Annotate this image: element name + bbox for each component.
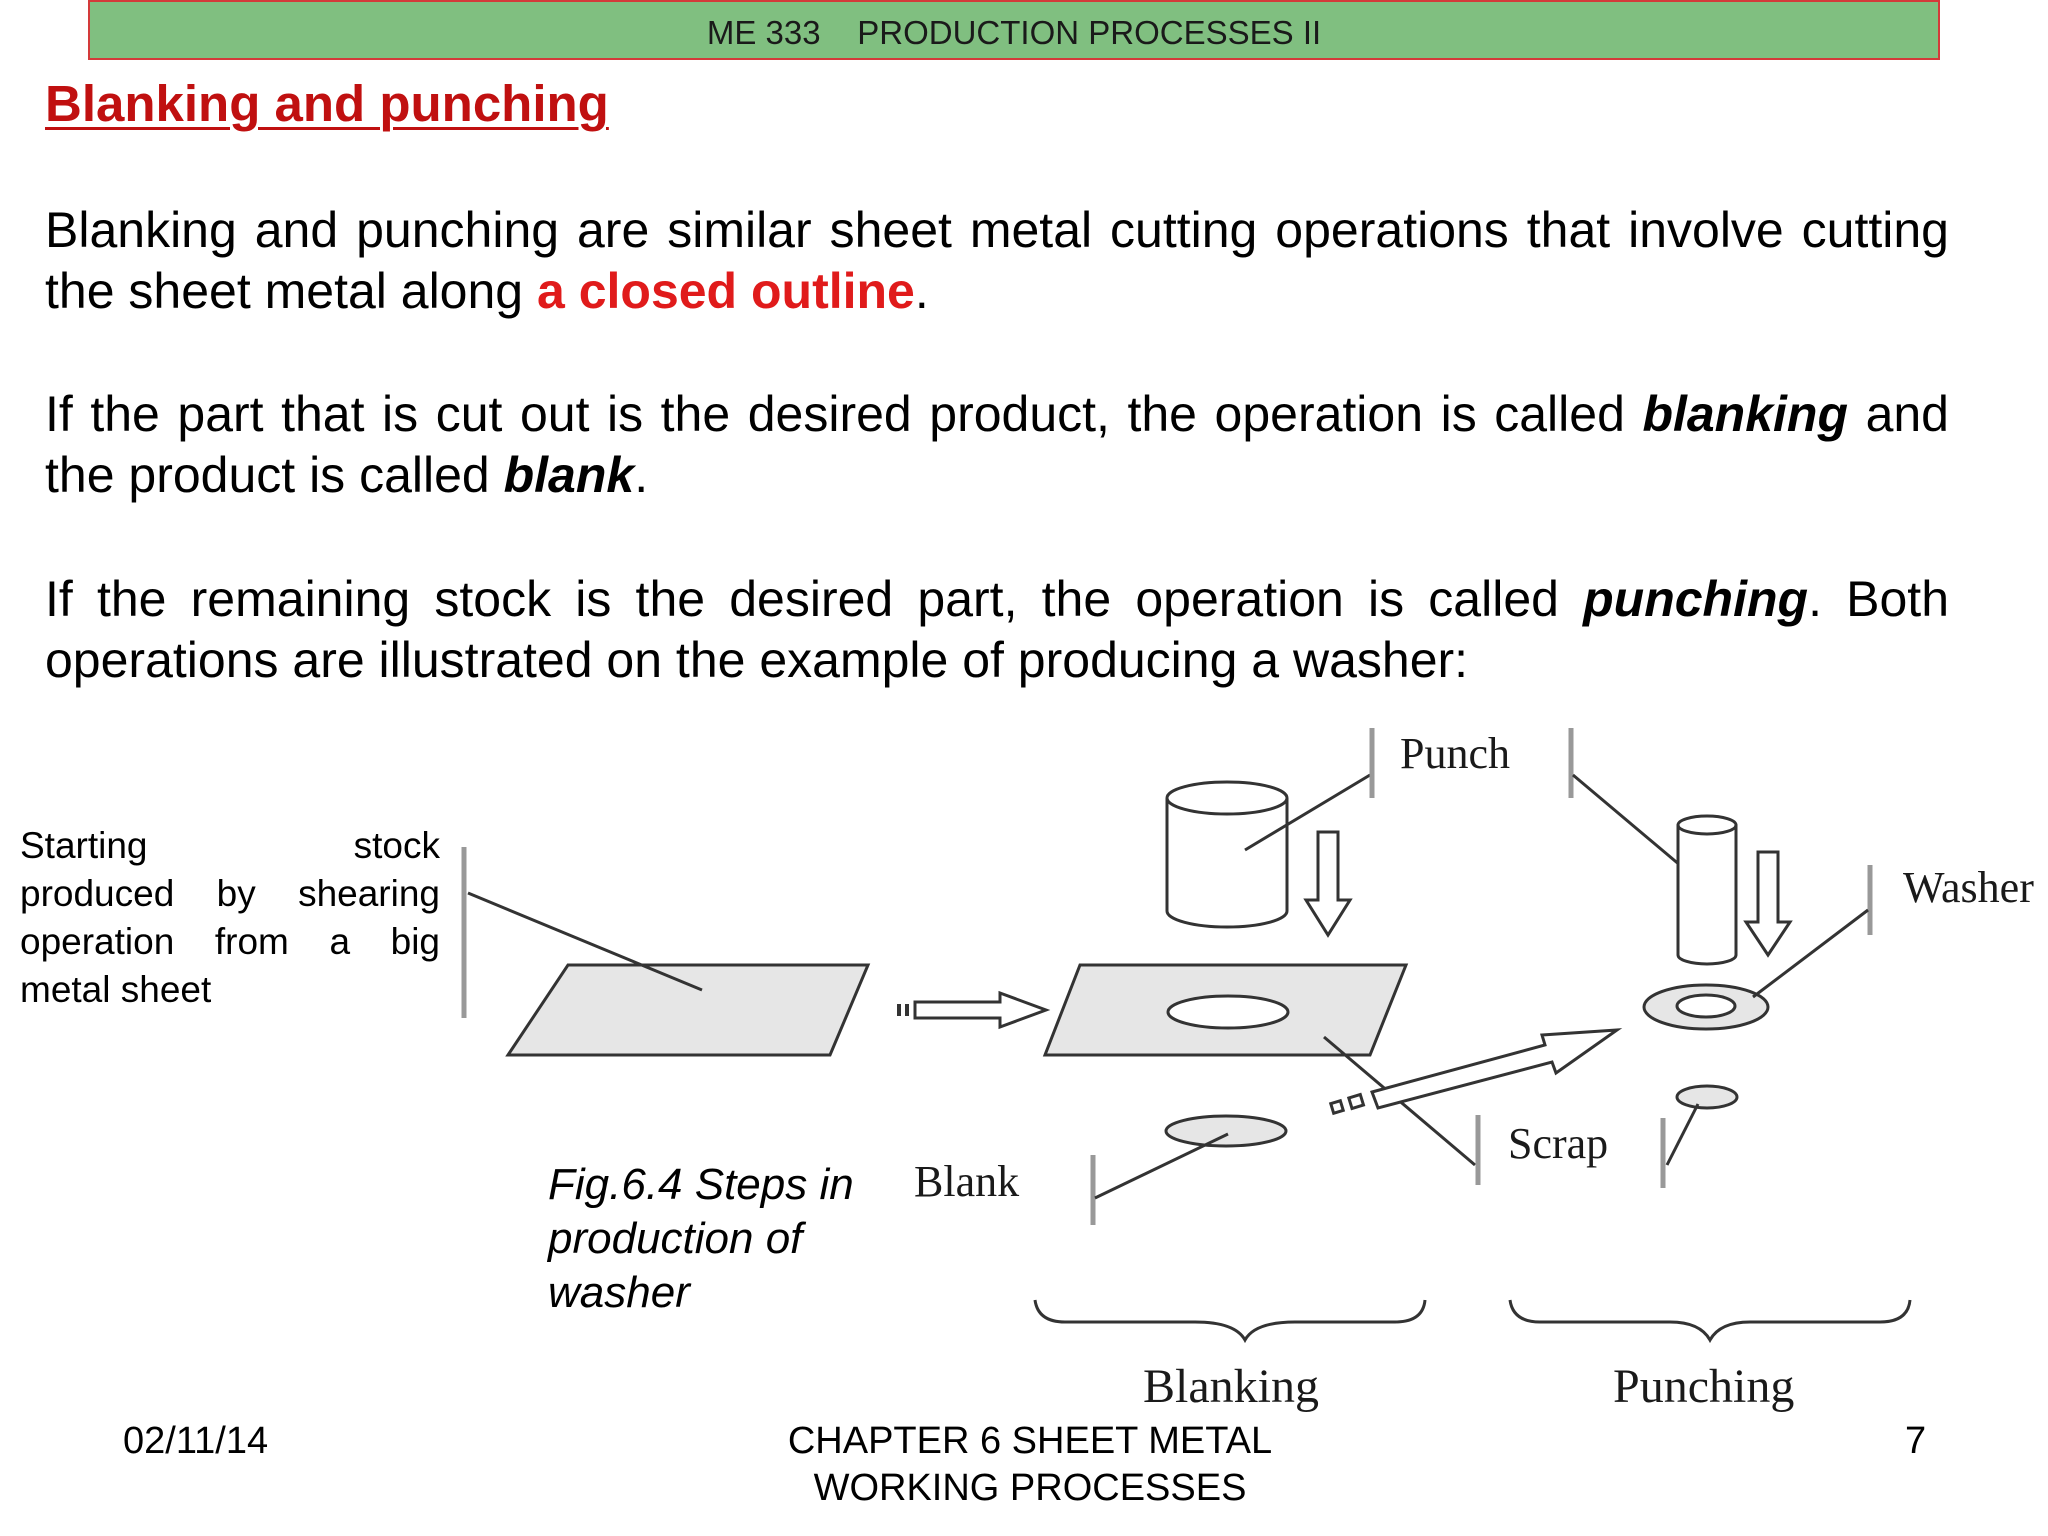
- p2-middle: and the product is called: [45, 386, 1949, 503]
- punch-label: Punch: [1400, 729, 1510, 778]
- punch-leader-1: [1244, 773, 1371, 852]
- starting-stock-sheet: [505, 963, 871, 1057]
- term-punching: punching: [1583, 571, 1809, 627]
- stock-note-line1: Starting stock: [20, 825, 440, 866]
- stock-leader: [467, 891, 703, 992]
- p3-end: . Both operations are illustrated on the…: [45, 571, 1950, 688]
- punch-1-top: [1165, 780, 1289, 816]
- course-code: ME 333: [706, 14, 821, 51]
- p1-text: Blanking and punching are similar sheet …: [45, 202, 1949, 319]
- p1-end: .: [914, 263, 929, 319]
- starting-stock-note: Starting stock produced by shearing opera…: [20, 822, 440, 1014]
- footer-chapter: CHAPTER 6 SHEET METAL WORKING PROCESSES: [787, 1420, 1273, 1509]
- closed-outline-highlight: a closed outline: [537, 263, 915, 319]
- arrow2-dash-2: [1346, 1092, 1366, 1111]
- term-blanking: blanking: [1642, 386, 1849, 442]
- p2-text: If the part that is cut out is the desir…: [45, 386, 1643, 442]
- washer-inner: [1675, 993, 1737, 1019]
- arrow2-dash-1: [1328, 1098, 1346, 1116]
- footer-date: 02/11/14: [123, 1420, 269, 1462]
- stock-to-blanking-arrow: [913, 990, 1051, 1030]
- paragraph-definition: Blanking and punching are similar sheet …: [45, 200, 1949, 322]
- washer-label: Washer: [1903, 863, 2034, 912]
- punch-2-down-arrow: [1743, 850, 1793, 958]
- blanking-brace: [1033, 1299, 1427, 1344]
- term-blank: blank: [503, 447, 635, 503]
- arrow-dash-1: [897, 1004, 901, 1016]
- page-number: 7: [1905, 1420, 1927, 1462]
- punching-brace: [1508, 1299, 1912, 1344]
- washer-leader: [1752, 908, 1869, 999]
- blank-leader: [1094, 1132, 1229, 1200]
- slug-leader: [1665, 1103, 1700, 1166]
- blank-piece: [1164, 1114, 1288, 1148]
- course-header: ME 333 PRODUCTION PROCESSES II: [88, 0, 1940, 60]
- stock-note-rest: produced by shearing operation from a bi…: [20, 873, 440, 1010]
- p3-text: If the remaining stock is the desired pa…: [45, 571, 1584, 627]
- paragraph-punching: If the remaining stock is the desired pa…: [45, 569, 1949, 691]
- punch-1-body: [1167, 798, 1287, 911]
- blanking-hole: [1166, 994, 1290, 1030]
- figure-caption: Fig.6.4 Steps in production of washer: [548, 1160, 854, 1317]
- punching-scrap-slug: [1675, 1084, 1739, 1110]
- arrow-dash-2: [905, 1004, 909, 1016]
- course-title: PRODUCTION PROCESSES II: [857, 14, 1322, 51]
- blanking-label: Blanking: [1143, 1360, 1319, 1413]
- blank-label: Blank: [914, 1157, 1019, 1206]
- punching-label: Punching: [1613, 1360, 1794, 1413]
- scrap-label: Scrap: [1508, 1119, 1608, 1168]
- punch-2-top: [1676, 814, 1738, 836]
- paragraph-blanking: If the part that is cut out is the desir…: [45, 384, 1949, 506]
- blanking-to-punching-arrow: [1370, 1028, 1623, 1110]
- punch-1-down-arrow: [1303, 830, 1353, 938]
- p2-end: .: [634, 447, 649, 503]
- slide-title: Blanking and punching: [45, 75, 609, 132]
